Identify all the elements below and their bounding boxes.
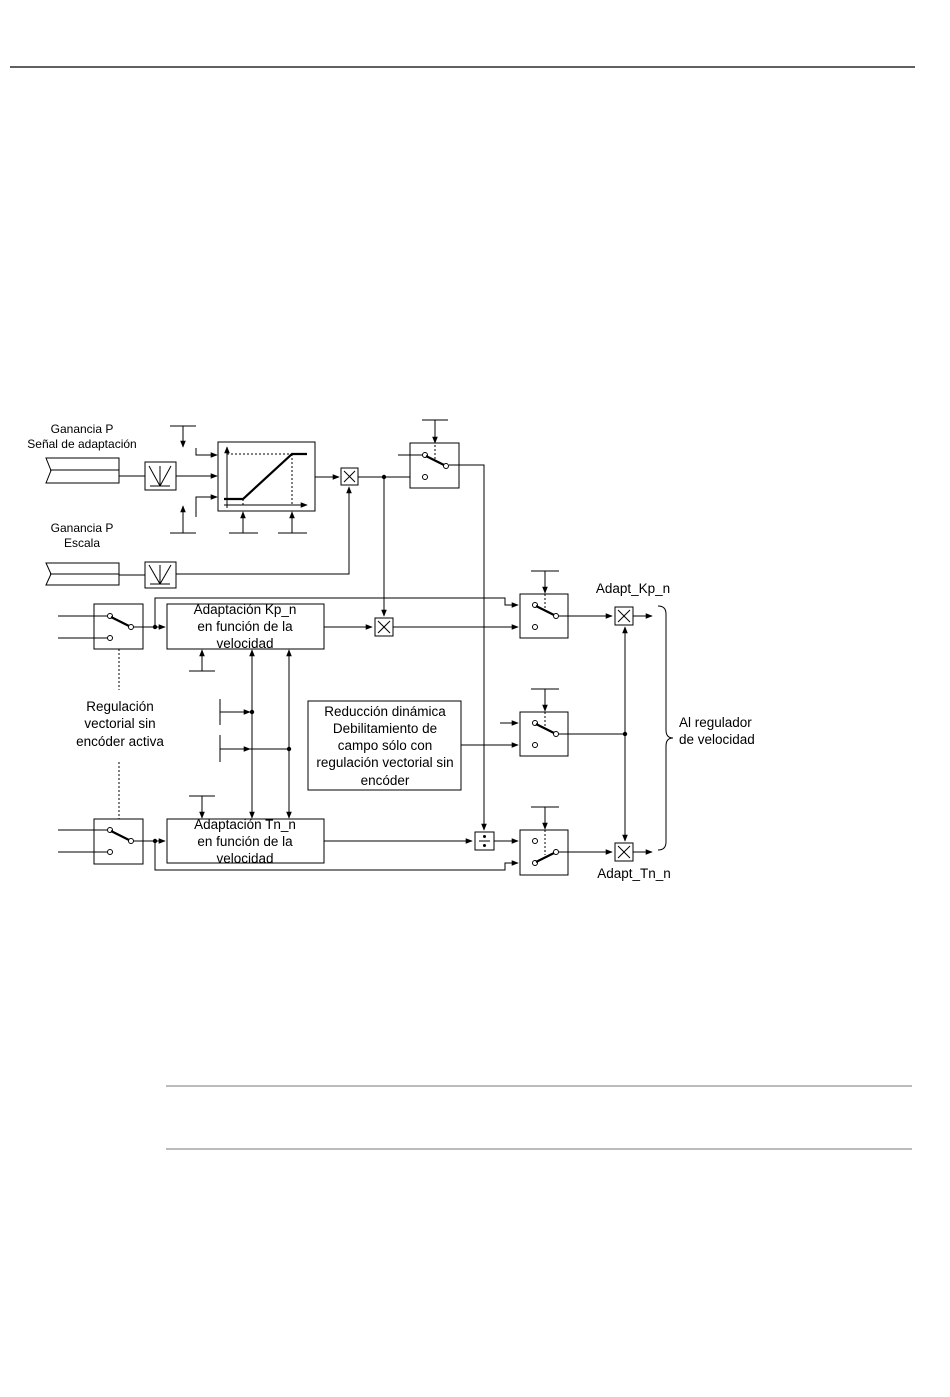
dyn-line2: Debilitamiento de [333, 721, 437, 736]
divider [474, 831, 495, 851]
switch-dyn [519, 711, 569, 757]
kp-block-line2: en función de la [197, 619, 293, 634]
connector-gain-scale [45, 562, 120, 586]
label-adapt-kp: Adapt_Kp_n [596, 581, 670, 596]
dyn-line5: encóder [361, 773, 410, 788]
label-sensorless-line3: encóder activa [76, 734, 164, 749]
characteristic-block [217, 441, 316, 512]
kp-block-line1: Adaptación Kp_n [194, 602, 297, 617]
filter-block-1 [144, 461, 177, 491]
label-gain-adapt-line1: Ganancia P [51, 422, 114, 436]
dyn-line4: regulación vectorial sin [316, 755, 453, 770]
tn-block-line2: en función de la [197, 834, 293, 849]
multiplier-2 [374, 617, 394, 637]
label-sensorless-line1: Regulación [86, 699, 154, 714]
label-gain-adapt-line2: Señal de adaptación [27, 437, 136, 451]
filter-block-2 [144, 561, 177, 589]
multiplier-kp-out [614, 606, 634, 626]
label-sensorless-line2: vectorial sin [84, 716, 155, 731]
label-to-regulator-line1: Al regulador [679, 715, 752, 730]
multiplier-tn-out [614, 842, 634, 862]
tn-adaptation-block [166, 818, 325, 864]
label-to-regulator-line2: de velocidad [679, 732, 755, 747]
label-adapt-tn: Adapt_Tn_n [597, 866, 671, 881]
tn-block-line1: Adaptación Tn_n [194, 817, 296, 832]
label-gain-scale-line2: Escala [64, 536, 100, 550]
multiplier-1 [340, 467, 359, 486]
output-brace [657, 605, 674, 851]
dyn-line1: Reducción dinámica [324, 704, 446, 719]
kp-block-line3: velocidad [216, 636, 273, 651]
tn-block-line3: velocidad [216, 851, 273, 866]
dynamic-reduction-block [307, 700, 462, 791]
dyn-line3: campo sólo con [338, 738, 433, 753]
label-gain-scale-line1: Ganancia P [51, 521, 114, 535]
connector-adaptation-signal [45, 457, 120, 484]
